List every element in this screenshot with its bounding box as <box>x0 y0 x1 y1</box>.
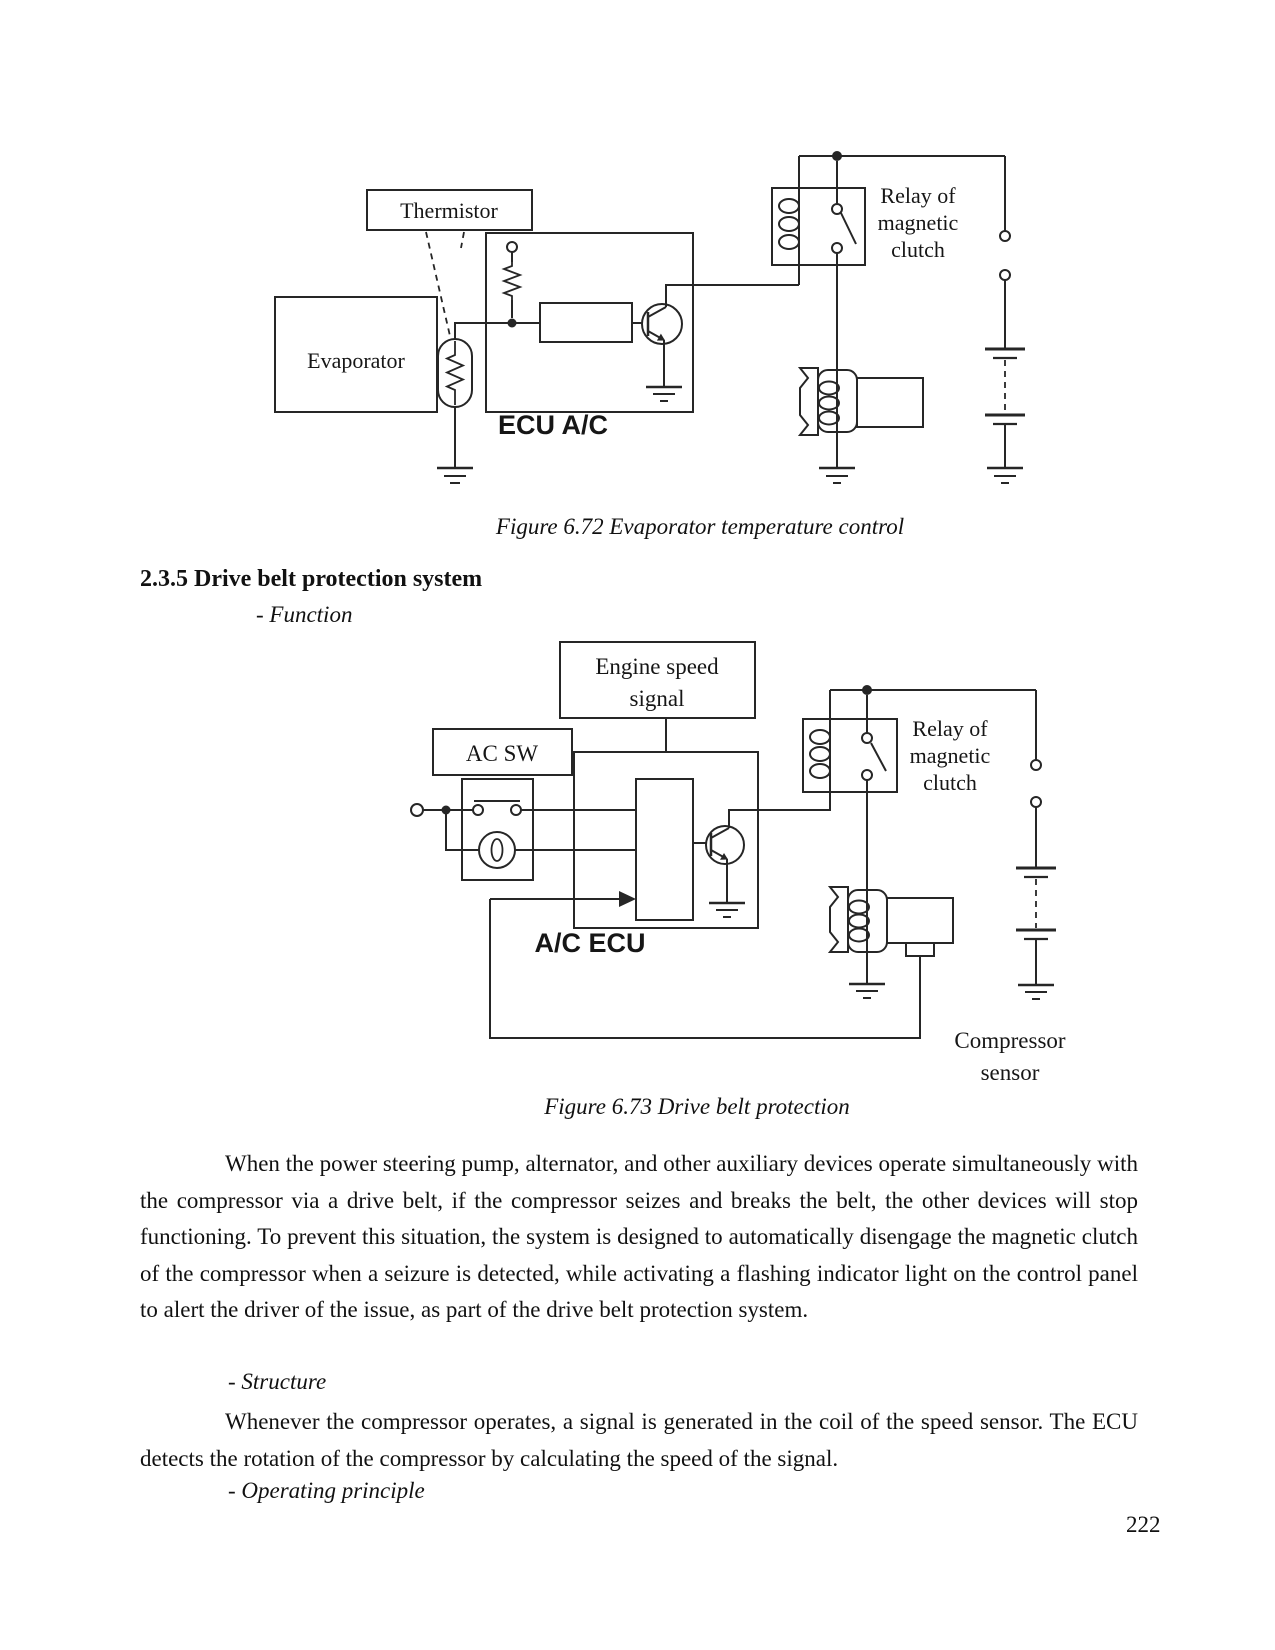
speed-sensor-symbol <box>905 942 935 957</box>
junction-dot <box>507 318 517 328</box>
relay-label-line3: clutch <box>923 770 977 795</box>
junction-dot <box>862 685 872 695</box>
ignition-switch-symbol <box>999 156 1011 349</box>
relay-label: Relay of magnetic clutch <box>910 716 991 795</box>
pullup-resistor <box>501 241 523 318</box>
battery-ground-icon <box>1018 983 1054 1000</box>
transistor-symbol <box>632 303 683 345</box>
section-heading: 2.3.5 Drive belt protection system <box>140 566 483 592</box>
indicator-lamp-icon <box>478 831 516 869</box>
relay-label-line1: Relay of <box>912 716 988 741</box>
thermistor-label-box: Thermistor <box>366 189 533 337</box>
compressor-sensor-label: Compressor sensor <box>954 1028 1066 1085</box>
subheading-function: - Function <box>256 602 353 627</box>
engine-speed-label-line1: Engine speed <box>595 654 719 679</box>
transistor-ground-icon <box>646 340 682 402</box>
ignition-switch-symbol <box>1030 690 1042 868</box>
ac-sw-label: AC SW <box>466 741 538 766</box>
thermistor-pointer-dash-tick <box>460 231 465 249</box>
subheading-operating-principle: - Operating principle <box>228 1478 425 1503</box>
clutch-ground-icon <box>849 982 885 999</box>
clutch-ground-icon <box>819 466 855 484</box>
relay-box <box>802 690 898 810</box>
paragraph-function-description: When the power steering pump, alternator… <box>140 1151 1138 1322</box>
thermistor-pointer-dashed-line <box>425 231 451 337</box>
relay-label-line2: magnetic <box>910 743 991 768</box>
ecu-ac-label: ECU A/C <box>498 410 608 440</box>
transistor-symbol <box>693 825 745 865</box>
battery-symbol <box>985 347 1025 468</box>
transistor-ground-icon <box>709 859 745 918</box>
evaporator-box: Evaporator <box>274 296 438 413</box>
relay-label-line1: Relay of <box>880 183 956 208</box>
thermistor-label: Thermistor <box>400 198 498 223</box>
relay-label-line2: magnetic <box>878 210 959 235</box>
sensor-feedback-wire <box>489 891 921 1039</box>
evaporator-label: Evaporator <box>307 348 405 373</box>
ac-ecu-label: A/C ECU <box>534 928 645 958</box>
relay-label: Relay of magnetic clutch <box>878 183 959 262</box>
thermistor-symbol <box>437 338 473 408</box>
junction-dot <box>832 151 842 161</box>
engine-speed-signal-box: Engine speed signal <box>559 641 756 719</box>
compressor-label-line2: sensor <box>981 1060 1040 1085</box>
logic-block <box>635 778 694 921</box>
relay-label-line3: clutch <box>891 237 945 262</box>
figure-6-73-caption: Figure 6.73 Drive belt protection <box>544 1094 850 1119</box>
ac-sw-label-box: AC SW <box>432 728 573 776</box>
collector-wire <box>665 284 799 307</box>
relay-box <box>771 156 866 285</box>
battery-ground-icon <box>987 466 1023 484</box>
page-number: 222 <box>1126 1512 1161 1537</box>
figure-6-72-caption: Figure 6.72 Evaporator temperature contr… <box>495 514 905 539</box>
thermistor-ground-icon <box>437 407 473 484</box>
ac-switch-symbol <box>410 778 534 881</box>
paragraph-structure-description: Whenever the compressor operates, a sign… <box>140 1409 1138 1471</box>
figure-6-72-evaporator-temperature-control-diagram: Thermistor Evaporator ECU A/C <box>274 151 1025 484</box>
battery-symbol <box>1016 866 1056 985</box>
comparator-block <box>539 302 633 343</box>
figure-6-73-drive-belt-protection-diagram: Engine speed signal AC SW A/C ECU <box>410 641 1066 1085</box>
compressor-label-line1: Compressor <box>954 1028 1066 1053</box>
engine-speed-label-line2: signal <box>630 686 685 711</box>
magnetic-clutch-symbol <box>797 367 924 436</box>
subheading-structure: - Structure <box>228 1369 327 1394</box>
magnetic-clutch-symbol <box>827 886 954 957</box>
